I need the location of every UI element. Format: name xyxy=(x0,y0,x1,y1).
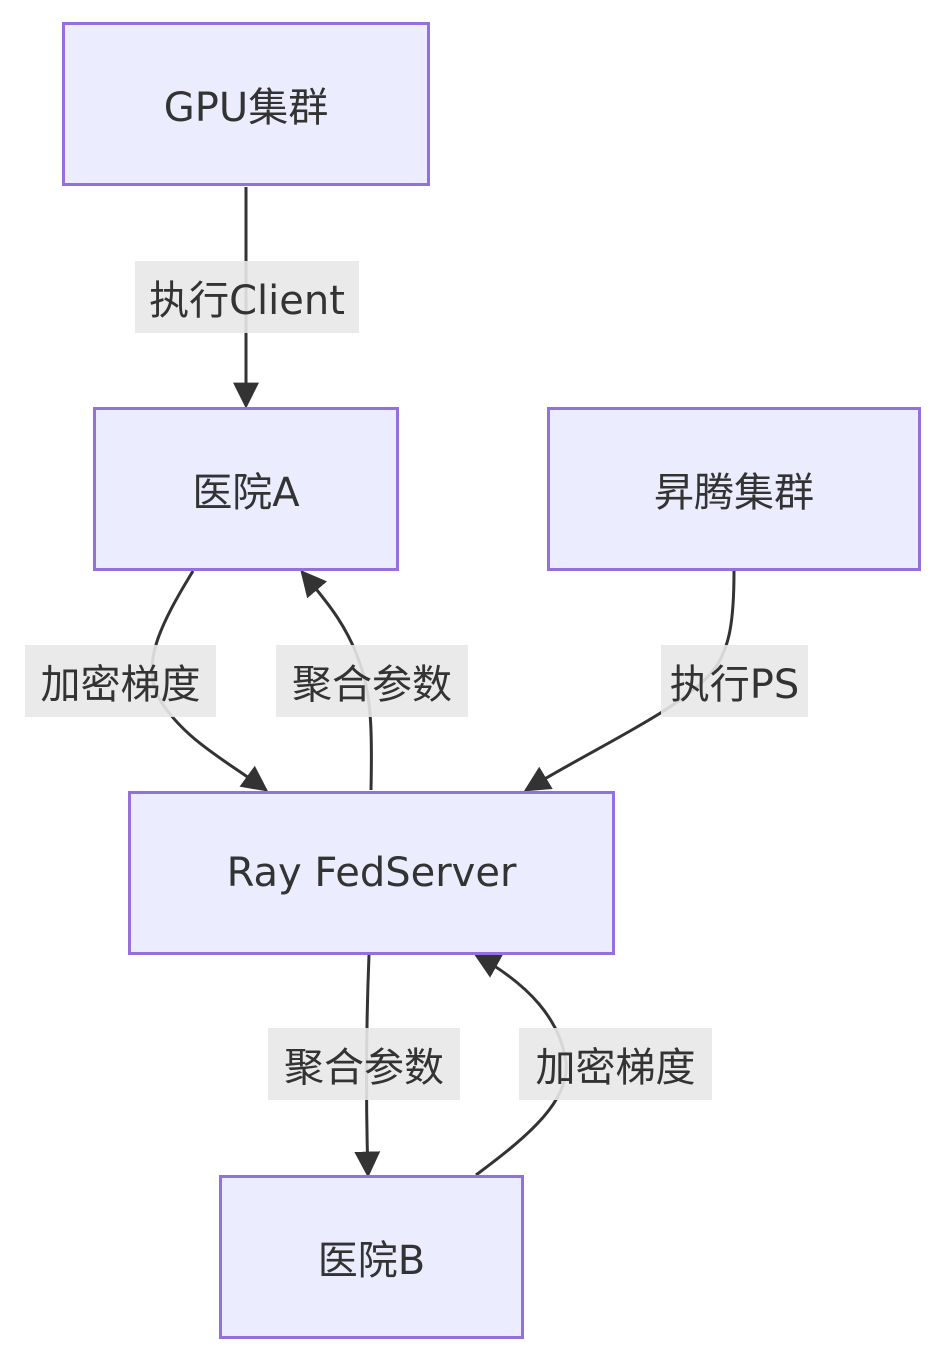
node-hospital-a-label: 医院A xyxy=(192,470,300,516)
edge-label-execute-client-text: 执行Client xyxy=(149,278,345,324)
node-fed-server-label: Ray FedServer xyxy=(226,850,517,896)
node-hospital-b-label: 医院B xyxy=(317,1238,426,1284)
node-fed-server: Ray FedServer xyxy=(128,791,615,955)
node-hospital-b: 医院B xyxy=(219,1175,524,1339)
edge-label-execute-client: 执行Client xyxy=(135,261,359,333)
edge-label-execute-ps: 执行PS xyxy=(661,645,808,717)
edge-label-execute-ps-text: 执行PS xyxy=(669,662,800,708)
node-ascend-cluster-label: 昇腾集群 xyxy=(654,470,814,516)
edge-label-aggregated-params-b-text: 聚合参数 xyxy=(284,1045,444,1091)
edge-label-encrypted-gradient-b-text: 加密梯度 xyxy=(535,1045,696,1091)
edge-label-encrypted-gradient-a: 加密梯度 xyxy=(25,645,216,717)
edge-label-encrypted-gradient-b: 加密梯度 xyxy=(519,1028,712,1100)
edge-label-aggregated-params-a-text: 聚合参数 xyxy=(292,662,452,708)
edge-label-encrypted-gradient-a-text: 加密梯度 xyxy=(40,662,201,708)
node-ascend-cluster: 昇腾集群 xyxy=(547,407,921,571)
node-hospital-a: 医院A xyxy=(93,407,399,571)
edge-label-aggregated-params-a: 聚合参数 xyxy=(276,645,468,717)
edge-label-aggregated-params-b: 聚合参数 xyxy=(268,1028,460,1100)
node-gpu-cluster: GPU集群 xyxy=(62,22,430,186)
node-gpu-cluster-label: GPU集群 xyxy=(163,85,329,131)
